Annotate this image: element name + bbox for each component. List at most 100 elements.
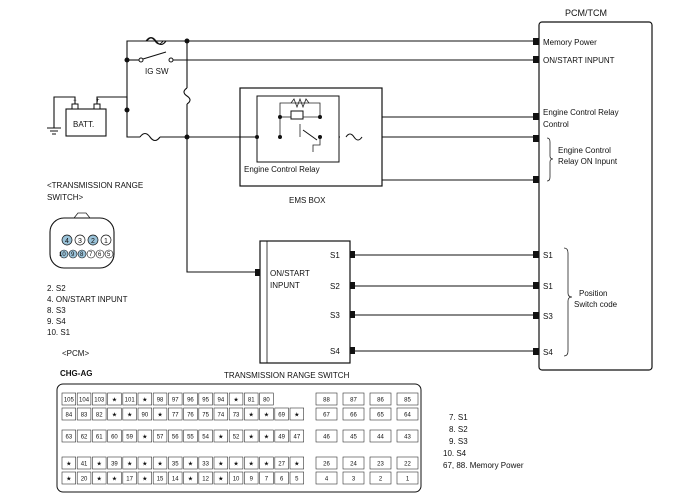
pcm-pin-label: 80 — [263, 398, 270, 404]
conn-legend-3: 9. S4 — [47, 317, 66, 326]
pcm-pin-cell — [213, 392, 228, 406]
pcm-pin-cell — [213, 471, 228, 485]
pcm-pin-cell — [244, 407, 259, 421]
engine-control-relay-box — [256, 95, 340, 163]
pcm-pin-cell — [152, 407, 168, 421]
battery-box — [65, 108, 107, 137]
pcm-pin-cell — [92, 392, 107, 406]
pcm-pin-label: ★ — [142, 476, 147, 483]
connector-top-pins: 4 3 2 1 — [61, 234, 112, 246]
pcm-pin-cell — [213, 407, 228, 421]
pcm-pin-cell — [369, 407, 392, 421]
pcm-pin-label: 52 — [233, 435, 240, 441]
pcm-pin-label: ★ — [157, 412, 162, 419]
pcm-pin-cell — [76, 471, 92, 485]
pcm-pin-label: ★ — [188, 476, 193, 483]
pcm-pin-cell — [92, 456, 107, 470]
pcm-pin-cell — [168, 471, 183, 485]
pcm-pin-label: ★ — [218, 434, 223, 441]
pcm-pin-label: ★ — [112, 412, 117, 419]
pcm-pin-cell — [107, 407, 122, 421]
pcm-legend-1: 8. S2 — [449, 425, 468, 434]
pcm-pin-label: ★ — [142, 397, 147, 404]
pcm-pin-label: 10 — [233, 477, 240, 483]
ems-box-title: EMS BOX — [289, 196, 326, 205]
pcm-pin-label: 63 — [66, 435, 73, 441]
pcm-pin-label: 86 — [377, 398, 384, 404]
pcm-legend-2: 9. S3 — [449, 437, 468, 446]
pcm-pin-cell — [61, 392, 76, 406]
pcm-pin-cell — [61, 456, 76, 470]
pcm-pin-label: ★ — [249, 461, 254, 468]
pcm-title: <PCM> — [62, 349, 89, 358]
pcm-pin-label: 24 — [350, 462, 357, 468]
pcm-pin-label: 3 — [352, 477, 356, 483]
trs-connector: <TRANSMISSION RANGE SWITCH> 4 3 2 1 10 9… — [47, 181, 143, 337]
batt-plus: + — [96, 98, 100, 104]
pcm-pin-cell — [198, 471, 213, 485]
pcm-pin-label: 97 — [172, 398, 179, 404]
pcm-pin-cell — [396, 407, 419, 421]
pcm-pin-label: 64 — [404, 413, 411, 419]
pcm-pin-cell — [244, 392, 259, 406]
pcm-pin-label: 12 — [202, 477, 209, 483]
pcm-pin-label: ★ — [294, 461, 299, 468]
pcm-pin-cell — [396, 456, 419, 470]
pcm-pin-label: 82 — [96, 413, 103, 419]
pcm-pin-relay-control-1: Engine Control Relay — [543, 108, 619, 117]
pcm-pin-label: 105 — [64, 398, 75, 404]
pcm-pin-cell — [122, 429, 137, 443]
pcm-pin-label: ★ — [188, 461, 193, 468]
pcm-pin-cell — [274, 407, 289, 421]
pcm-pin-label: 76 — [187, 413, 194, 419]
pcm-pin-cell — [244, 429, 259, 443]
pcm-pin-cell — [152, 429, 168, 443]
pcm-pin-label: 22 — [404, 462, 411, 468]
position-code-bracket — [563, 247, 573, 357]
pcm-pin-cell — [244, 471, 259, 485]
pcm-legend-0: 7. S1 — [449, 413, 468, 422]
pcm-pin-cell — [259, 429, 274, 443]
pcm-pin-cell — [315, 392, 338, 406]
pcm-pin-cell — [244, 456, 259, 470]
pcm-pin-label: 46 — [323, 435, 330, 441]
pcm-pin-cell — [315, 456, 338, 470]
conn-pin-7: 7 — [89, 252, 93, 258]
connector-title-2: SWITCH> — [47, 193, 84, 202]
pcm-pin-cell — [168, 429, 183, 443]
pcm-pin-cell — [61, 471, 76, 485]
pcm-pin-label: ★ — [97, 476, 102, 483]
pcm-legend-4: 67, 88. Memory Power — [443, 461, 524, 470]
pcm-tcm-module: PCM/TCM Memory Power ON/START INPUNT Eng… — [533, 8, 653, 371]
pcm-pin-label: 96 — [187, 398, 194, 404]
pcm-pin-cell — [259, 456, 274, 470]
pcm-pin-cell — [168, 407, 183, 421]
pcm-pin-relay-on-input-2: Relay ON Inpunt — [558, 157, 618, 166]
battery: + − BATT. — [47, 96, 128, 137]
pcm-pin-cell — [183, 429, 198, 443]
pcm-pin-cell — [198, 392, 213, 406]
pcm-pin-label: ★ — [112, 397, 117, 404]
ems-box: Engine Control Relay EMS BOX — [239, 87, 383, 205]
pcm-pin-cell — [369, 471, 392, 485]
pcm-pin-label: 49 — [278, 435, 285, 441]
pcm-pin-cell — [369, 456, 392, 470]
pcm-pin-label: ★ — [218, 461, 223, 468]
pcm-pin-label: ★ — [233, 461, 238, 468]
conn-pin-6: 6 — [98, 252, 102, 258]
pcm-pin-label: 6 — [280, 477, 284, 483]
pcm-pin-label: 33 — [202, 462, 209, 468]
relay-on-input-bracket — [546, 137, 554, 182]
pcm-pin-cell — [259, 392, 274, 406]
pcm-pin-cell — [274, 456, 289, 470]
pcm-pin-label: 74 — [218, 413, 225, 419]
pcm-pin-markers — [533, 38, 539, 355]
pcm-pin-cell — [152, 392, 168, 406]
conn-pin-9: 9 — [71, 252, 75, 258]
pcm-pin-label: ★ — [249, 434, 254, 441]
pcm-pin-label: 55 — [187, 435, 194, 441]
ig-sw-label: IG SW — [145, 67, 169, 76]
conn-pin-2: 2 — [91, 238, 95, 245]
